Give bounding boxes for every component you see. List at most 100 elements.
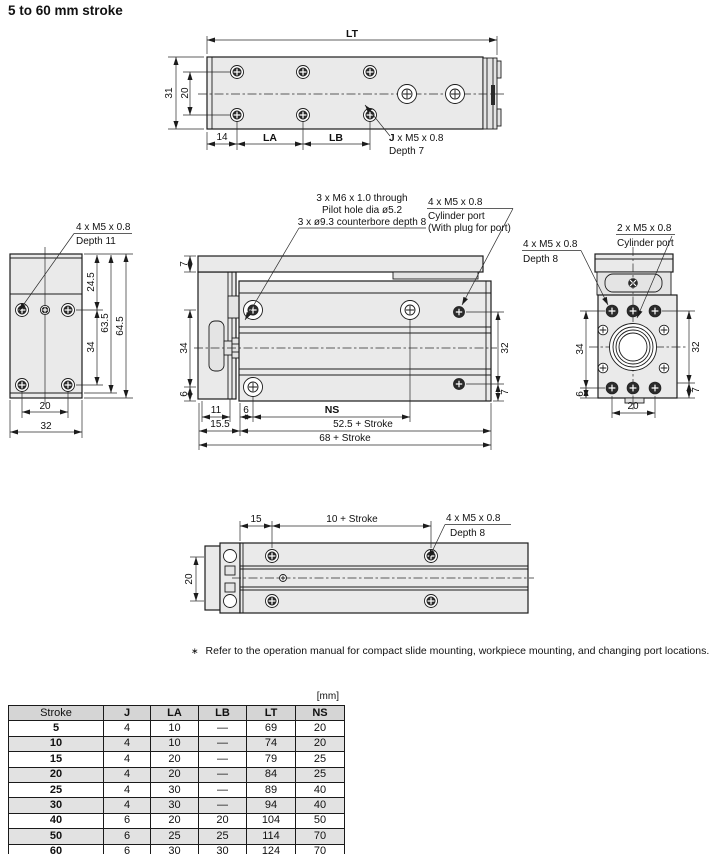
callout-label: Depth 7 <box>389 146 424 157</box>
table-header: Stroke J LA LB LT NS <box>8 704 345 722</box>
left-view: 4 x M5 x 0.8 Depth 11 24.5 34 63.5 64.5 … <box>9 222 133 438</box>
side-hole-icon <box>658 324 670 336</box>
dim-label: 63.5 <box>100 313 111 333</box>
value-cell: 4 <box>103 720 151 737</box>
stroke-cell: 30 <box>8 797 104 814</box>
counterbore-hole-icon <box>445 84 465 104</box>
dim-label: LB <box>329 132 343 144</box>
value-cell: — <box>198 797 247 814</box>
screw-hole-icon <box>295 64 311 80</box>
dim-label: 32 <box>500 342 511 354</box>
screw-hole-icon <box>264 548 280 564</box>
value-cell: 40 <box>295 797 345 814</box>
pin-hole-icon <box>39 304 51 316</box>
counterbore-hole-icon <box>397 84 417 104</box>
value-cell: 20 <box>150 812 199 830</box>
value-cell: 4 <box>103 735 151 753</box>
screw-hole-icon <box>229 107 245 123</box>
stroke-cell: 60 <box>8 843 104 854</box>
callout-label: 3 x M6 x 1.0 through <box>316 193 407 204</box>
value-cell: 25 <box>150 828 199 845</box>
screw-hole-icon <box>14 302 30 318</box>
dim-label: 20 <box>39 401 51 412</box>
side-hole-icon <box>597 362 609 374</box>
dim-label: 11 <box>211 405 222 416</box>
bore-icon <box>609 323 657 371</box>
value-cell: 74 <box>246 735 296 753</box>
value-cell: 69 <box>246 720 296 737</box>
value-cell: 84 <box>246 766 296 783</box>
value-cell: 30 <box>150 797 199 814</box>
callout-label: 4 x M5 x 0.8 <box>76 222 131 233</box>
screw-hole-icon <box>60 302 76 318</box>
value-cell: 70 <box>295 828 345 845</box>
dim-label: 34 <box>179 342 190 354</box>
top-view: LT 31 20 14 LA LB J x M5 x 0.8 Depth 7 <box>164 28 505 157</box>
top-view-body <box>206 56 484 130</box>
screw-hole-icon <box>605 304 619 318</box>
value-cell: 6 <box>103 843 151 854</box>
dim-label: 32 <box>691 341 702 353</box>
value-cell: 79 <box>246 751 296 768</box>
callout-label: Depth 8 <box>523 254 558 265</box>
slide-table <box>197 255 484 273</box>
dim-label: 20 <box>627 401 639 412</box>
dim-label: 6 <box>243 405 249 416</box>
end-plate <box>204 545 221 611</box>
dim-label: 68 + Stroke <box>319 433 371 444</box>
side-hole-icon <box>658 362 670 374</box>
screw-hole-icon <box>648 304 662 318</box>
col-header-lt: LT <box>246 704 296 722</box>
stroke-cell: 5 <box>8 720 104 737</box>
dim-label: 24.5 <box>86 272 97 292</box>
stroke-cell: 15 <box>8 751 104 768</box>
header-row: Stroke J LA LB LT NS <box>8 704 345 722</box>
screw-hole-icon <box>229 64 245 80</box>
value-cell: 20 <box>150 751 199 768</box>
screw-hole-icon <box>362 64 378 80</box>
adjuster-knob <box>208 320 225 372</box>
dim-label: 31 <box>164 87 175 99</box>
value-cell: 6 <box>103 812 151 830</box>
value-cell: — <box>198 720 247 737</box>
value-cell: 20 <box>295 720 345 737</box>
dim-label: 32 <box>40 421 52 432</box>
value-cell: — <box>198 766 247 783</box>
cylinder-port-icon <box>626 304 640 318</box>
value-cell: 70 <box>295 843 345 854</box>
value-cell: 10 <box>150 720 199 737</box>
screw-hole-icon <box>423 593 439 609</box>
screw-hole-icon <box>648 381 662 395</box>
value-cell: 4 <box>103 751 151 768</box>
screw-hole-icon <box>605 381 619 395</box>
value-cell: 114 <box>246 828 296 845</box>
screw-hole-icon <box>423 548 439 564</box>
dim-label: 7 <box>500 389 511 395</box>
screw-hole-icon <box>264 593 280 609</box>
screw-hole-icon <box>14 377 30 393</box>
dimension-drawing: LT 31 20 14 LA LB J x M5 x 0.8 Depth 7 4… <box>9 28 702 614</box>
callout-label: Cylinder port <box>617 238 674 249</box>
dim-label: 34 <box>86 341 97 353</box>
value-cell: 20 <box>198 812 247 830</box>
dim-label: 64.5 <box>115 316 126 336</box>
stroke-cell: 10 <box>8 735 104 753</box>
dim-label: 15.5 <box>210 419 230 430</box>
callout-label: 4 x M5 x 0.8 <box>428 197 483 208</box>
dim-label: 7 <box>179 261 190 267</box>
dim-label: 15 <box>250 514 262 525</box>
end-cap <box>482 57 498 130</box>
col-header-lb: LB <box>198 704 247 722</box>
footnote: ∗Refer to the operation manual for compa… <box>191 645 709 657</box>
value-cell: 30 <box>150 843 199 854</box>
table-end-cap <box>594 253 674 273</box>
counterbore-hole-icon <box>243 377 263 397</box>
counterbore-hole-icon <box>400 300 420 320</box>
units-label: [mm] <box>316 691 339 702</box>
